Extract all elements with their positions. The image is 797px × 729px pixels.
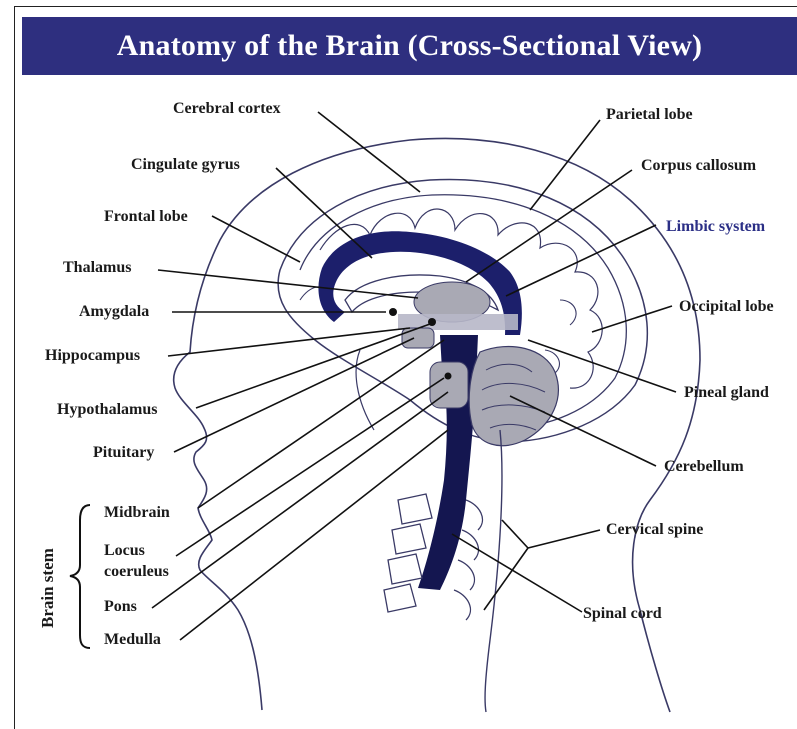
head-outline <box>174 138 700 712</box>
label-cerebral-cortex: Cerebral cortex <box>173 100 281 118</box>
label-locus-coeruleus-line1: Locus <box>104 542 145 560</box>
label-parietal-lobe: Parietal lobe <box>606 106 693 124</box>
label-pons: Pons <box>104 598 137 616</box>
label-pineal-gland: Pineal gland <box>684 384 769 402</box>
label-pituitary: Pituitary <box>93 444 154 462</box>
label-cervical-spine: Cervical spine <box>606 521 703 539</box>
label-limbic-system: Limbic system <box>666 218 765 236</box>
label-corpus-callosum: Corpus callosum <box>641 157 756 175</box>
label-cingulate-gyrus: Cingulate gyrus <box>131 156 240 174</box>
label-frontal-lobe: Frontal lobe <box>104 208 188 226</box>
label-midbrain: Midbrain <box>104 504 170 522</box>
label-occipital-lobe: Occipital lobe <box>679 298 774 316</box>
label-amygdala: Amygdala <box>79 303 149 321</box>
label-cerebellum: Cerebellum <box>664 458 744 476</box>
label-thalamus: Thalamus <box>63 259 131 277</box>
cerebellum-shape <box>469 346 558 445</box>
label-brain-stem: Brain stem <box>38 548 58 628</box>
amygdala-dot <box>389 308 397 316</box>
label-locus-coeruleus-line2: coeruleus <box>104 563 169 581</box>
label-hippocampus: Hippocampus <box>45 347 140 365</box>
leader-lines <box>152 112 676 640</box>
brain-stem-brace <box>70 505 90 648</box>
label-spinal-cord: Spinal cord <box>583 605 662 623</box>
pituitary-shape <box>402 328 434 348</box>
label-hypothalamus: Hypothalamus <box>57 401 157 419</box>
neck-line <box>485 430 502 712</box>
label-medulla: Medulla <box>104 631 161 649</box>
locus-dot <box>445 373 452 380</box>
